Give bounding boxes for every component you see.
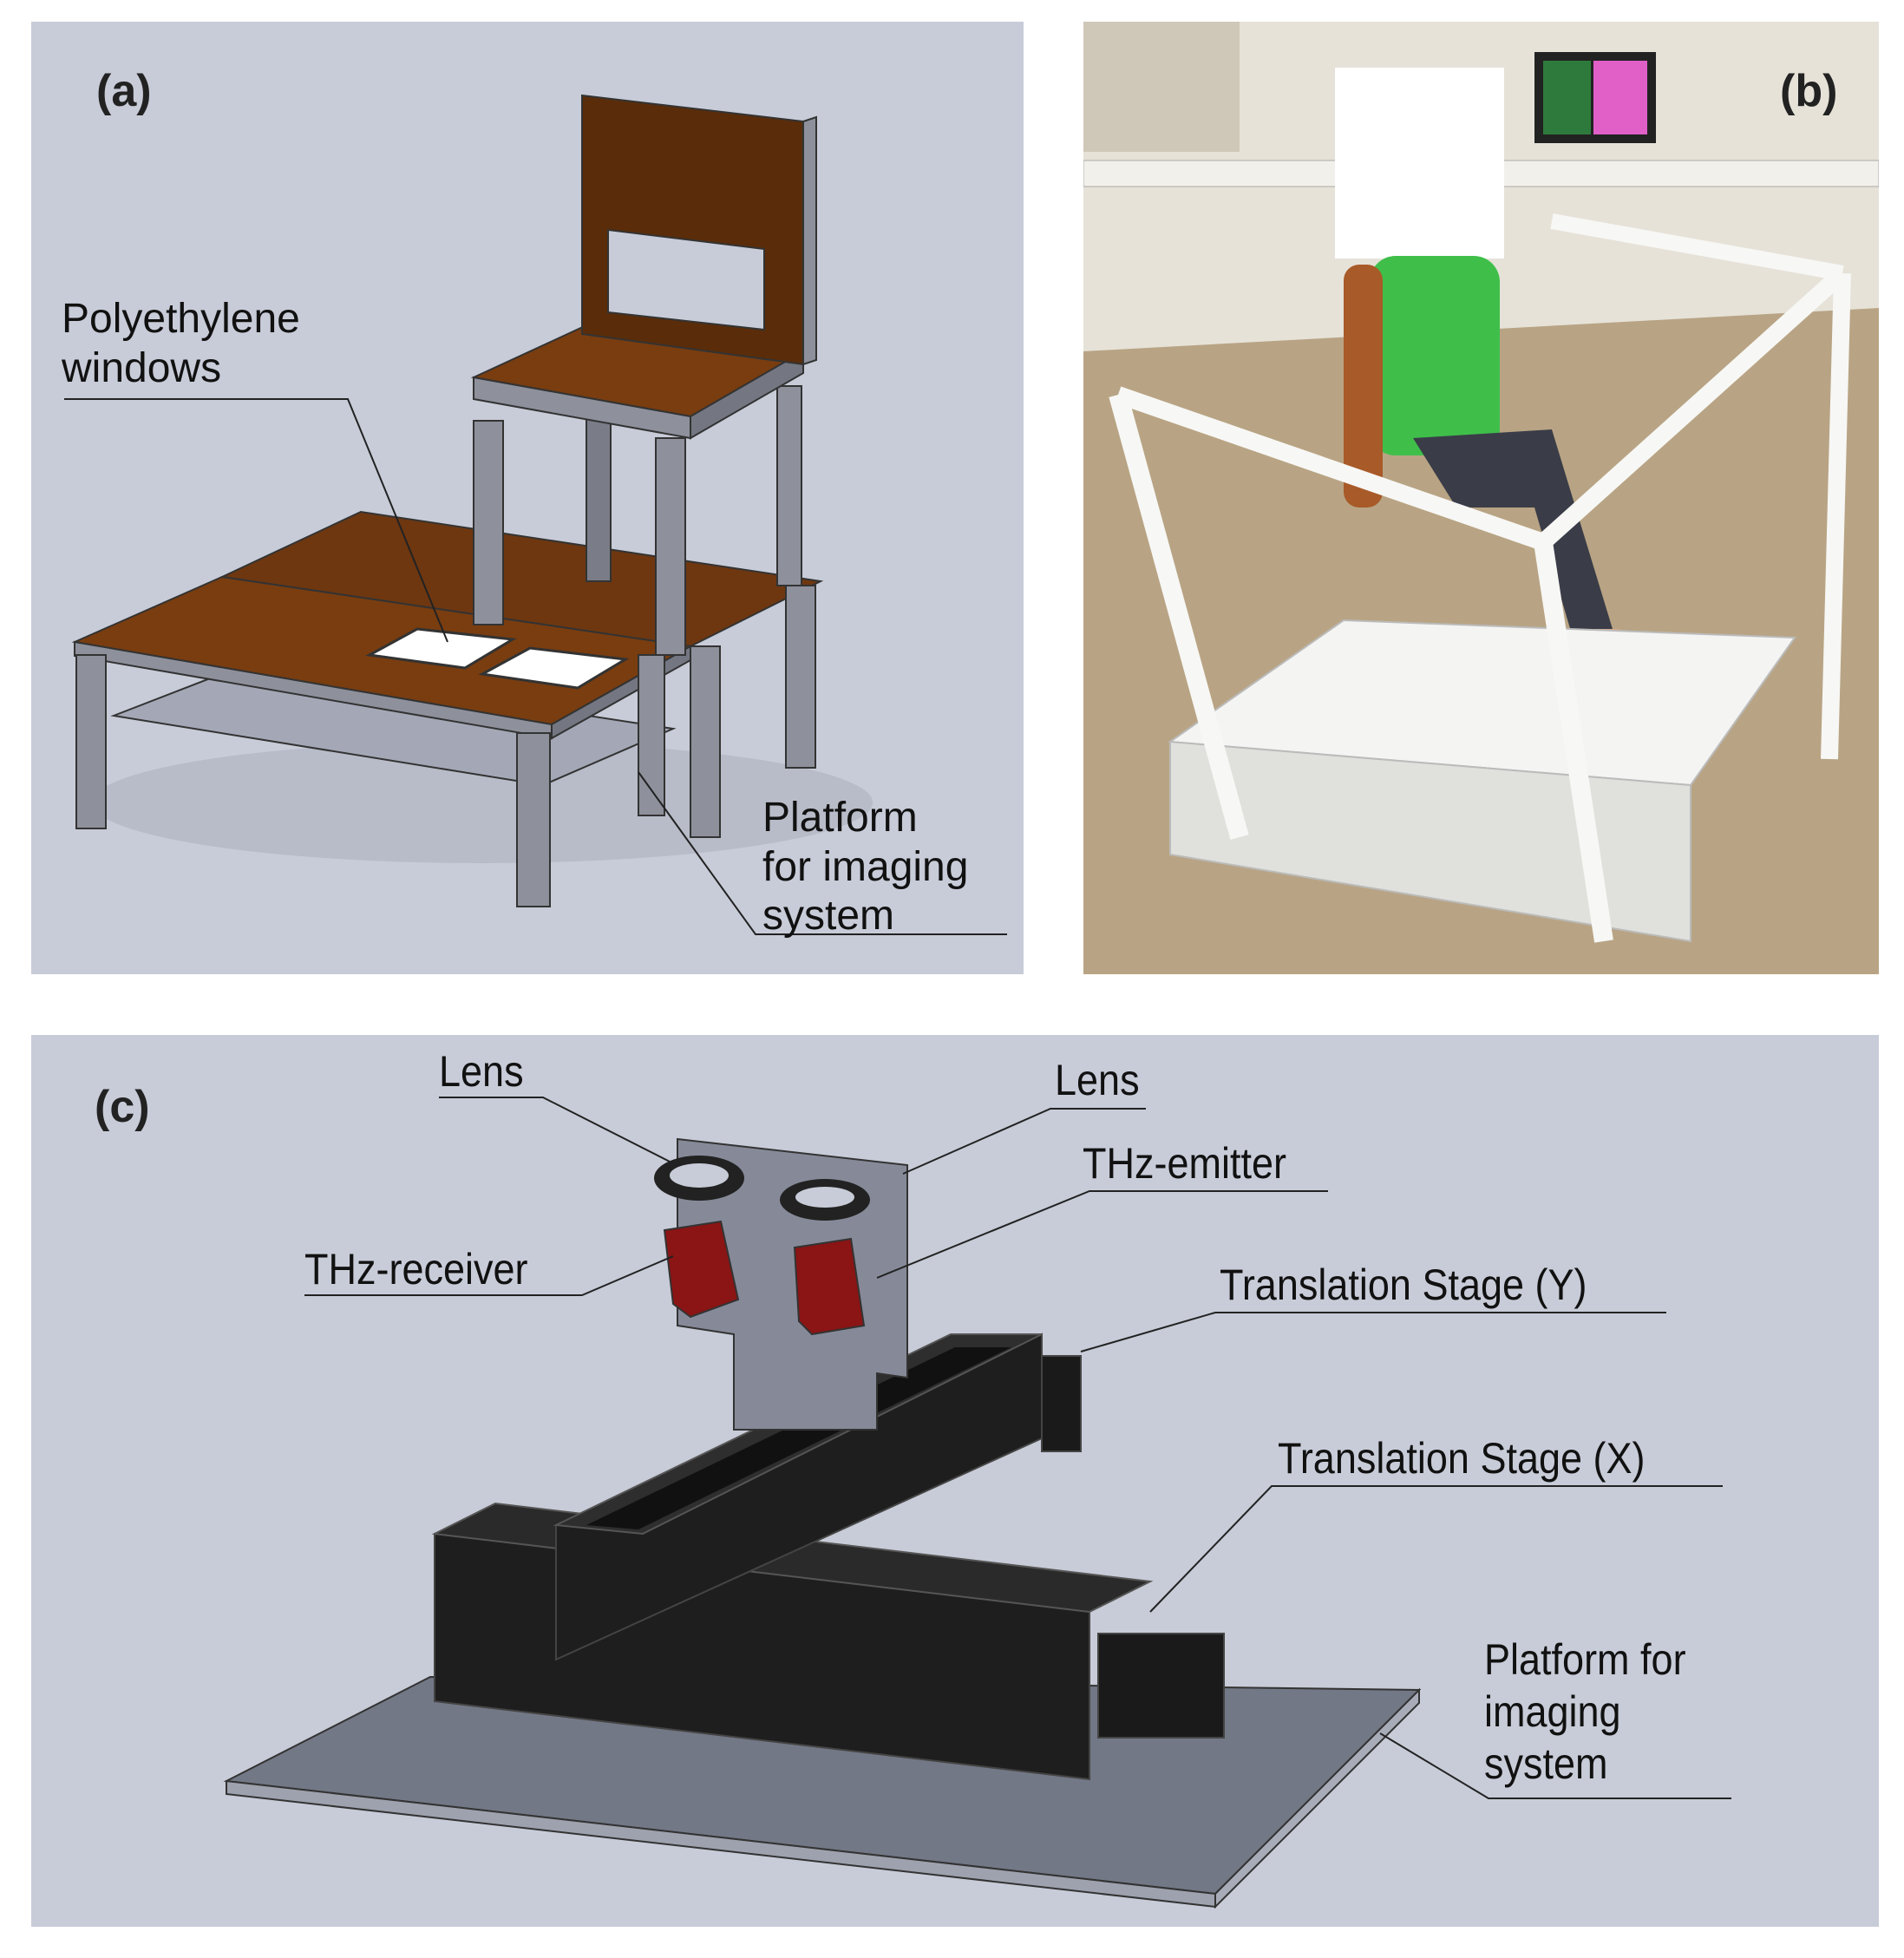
monitor-screen-right [1593,61,1647,134]
leader-line-windows [64,398,448,643]
panel-label-c: (c) [95,1082,150,1132]
chair-leg-back-right [776,385,802,586]
callout-translation-stage-x: Translation Stage (X) [1278,1434,1646,1483]
panel-b-photograph: (b) [1083,22,1879,974]
panel-label-a: (a) [96,66,152,116]
panel-label-b: (b) [1780,66,1838,116]
leader-line-platform-c [1379,1732,1731,1799]
chair-leg-front-right [655,437,686,656]
chair-backrest-opening [607,228,765,331]
ground-shadow [92,742,873,863]
frame-post-front [1534,540,1613,943]
imaging-system-illustration [223,1097,1731,1909]
rear-leg-right [785,585,816,769]
chair-back [1344,265,1383,508]
person-shirt [1370,256,1500,455]
panel-a-chair-platform-drawing: (a) Polyethylene windows Platform for im… [31,22,1024,974]
lens-right-glass [795,1187,854,1208]
stage-y-groove [586,1347,1011,1529]
face-mask-box [1335,68,1504,259]
callout-platform-imaging-system: Platform for imaging system [762,795,969,940]
leader-line-stage-y [1080,1312,1666,1352]
front-leg-right [516,732,551,907]
callout-thz-receiver: THz-receiver [304,1245,528,1293]
frame-rail-back [1550,213,1844,281]
frame-rail-right [1537,266,1848,549]
callout-thz-emitter: THz-emitter [1083,1139,1286,1188]
lab-photograph-illustration [1083,22,1879,974]
callout-platform-imaging-system-c: Platform for imaging system [1484,1635,1686,1788]
callout-translation-stage-y: Translation Stage (Y) [1220,1261,1587,1309]
leader-line-stage-x [1149,1485,1723,1613]
callout-lens-right: Lens [1055,1056,1140,1104]
thz-receiver-module [663,1220,740,1319]
chair-leg-front-left [473,420,504,625]
stage-y-motor [1041,1355,1082,1452]
rear-leg-front [690,645,721,838]
leader-line-thz-receiver [304,1255,674,1296]
frame-post-right [1821,272,1851,760]
callout-polyethylene-windows: Polyethylene windows [62,296,300,391]
shelf-left [1083,22,1240,152]
thz-emitter-module [793,1237,866,1336]
leader-line-thz-emitter [876,1190,1328,1279]
front-leg-left [75,654,107,829]
leader-line-platform [638,771,1007,935]
lens-left-glass [670,1163,729,1188]
leader-line-lens-right [902,1108,1146,1175]
platform-front [1169,740,1691,943]
monitor-screen-left [1543,61,1591,134]
base-platform-side [1214,1687,1420,1909]
leader-line-lens-left [439,1097,674,1164]
chair-backrest [581,94,804,366]
panel-c-imaging-system-drawing: (c) Lens Lens THz-emitter THz-receiver T… [31,1035,1879,1927]
frame-rail-front [1115,386,1547,551]
chair-backrest-edge [802,115,817,366]
callout-lens-left: Lens [439,1047,524,1096]
chair-seat-side-edge [690,350,804,440]
frame-post-left [1109,392,1249,840]
stage-x-motor [1097,1633,1225,1739]
polyethylene-window-right [478,646,630,690]
person-legs [1413,429,1613,655]
chair-platform-illustration [64,94,1007,935]
polyethylene-window-left [365,627,517,670]
